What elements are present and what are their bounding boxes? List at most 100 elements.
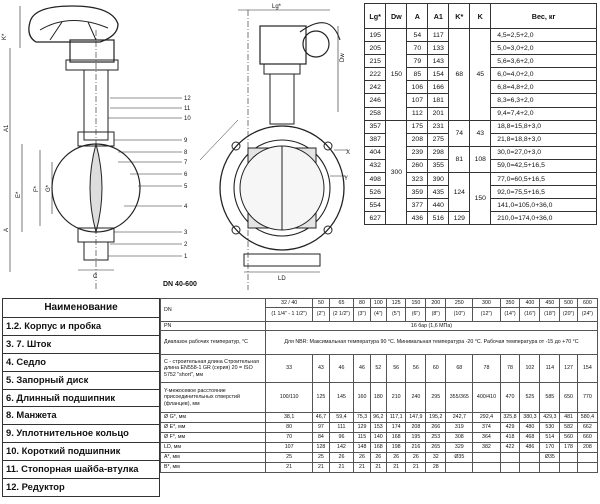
parts-name-list: Наименование 1.2. Корпус и пробка 3. 7. … (2, 298, 160, 497)
label-x: X (346, 150, 350, 156)
col-weight: Вес, кг (490, 3, 597, 29)
table-cell: 198 (385, 442, 407, 453)
table-cell: 481 (559, 412, 578, 423)
table-cell: 429 (499, 422, 521, 433)
table-cell (559, 452, 578, 463)
handwheel (28, 5, 119, 43)
col-dw: Dw (385, 3, 408, 29)
table-cell: 364 (472, 432, 501, 443)
table-cell: 80 (353, 298, 371, 308)
table-cell: 266 (425, 422, 447, 433)
table-cell: (18") (539, 307, 561, 322)
dimensions-table: Lg* Dw A A1 K* K Вес, кг 195 150 54 117 … (363, 3, 597, 226)
callout-11: 11 (184, 106, 191, 112)
list-item: 8. Манжета (3, 406, 159, 424)
table-cell: 60 (425, 354, 447, 383)
table-cell: (6") (405, 307, 427, 322)
label-f-star: F* (34, 185, 40, 192)
table-cell: 147,9 (405, 412, 427, 423)
callout-5: 5 (184, 184, 188, 190)
table-cell: 530 (539, 422, 561, 433)
table-cell: (24") (576, 307, 599, 322)
table-cell: 770 (576, 382, 599, 413)
table-cell (576, 452, 599, 463)
table-cell: 128 (312, 442, 330, 453)
table-cell: 240 (405, 382, 427, 413)
label-c: C (93, 274, 98, 280)
table-cell: 52 (369, 354, 387, 383)
table-cell: 160 (353, 382, 371, 413)
drawing-title: DN 40-600 (163, 281, 197, 288)
table-cell: 295 (425, 382, 447, 413)
table-cell: 208 (576, 442, 599, 453)
list-item: 3. 7. Шток (3, 334, 159, 353)
table-cell: 400/410 (472, 382, 501, 413)
table-cell: 500 (559, 298, 578, 308)
table-cell: 21 (405, 462, 427, 473)
table-cell: (2 1/2") (328, 307, 355, 322)
table-cell: 115 (353, 432, 371, 443)
table-cell: 600 (576, 298, 599, 308)
table-cell: 46 (328, 354, 355, 383)
table-row: (1 1/4" - 1 1/2")(2")(2 1/2")(3")(4")(5"… (161, 307, 599, 322)
table-row: 195 150 54 117 68 45 4,5=2,5+2,0 (363, 27, 597, 121)
k-cell: 150 (469, 172, 492, 226)
table-cell (559, 462, 578, 473)
table-cell: 96,2 (369, 412, 387, 423)
table-cell: 580,4 (576, 412, 599, 423)
table-cell: 265 (425, 442, 447, 453)
table-cell: 429,3 (539, 412, 561, 423)
table-cell (539, 462, 561, 473)
table-cell: 107 (264, 442, 314, 453)
table-cell: 68 (445, 354, 474, 383)
table-cell: 180 (369, 382, 387, 413)
label-a1: A1 (4, 124, 10, 132)
label-k-star: K* (2, 33, 8, 40)
dw-cell: 300 (385, 119, 408, 226)
table-row: 627 436 516 129 210,0=174,0+36,0 (363, 211, 597, 226)
table-cell: 102 (519, 354, 541, 383)
table-cell: 382 (472, 442, 501, 453)
table-cell: 125 (312, 382, 330, 413)
table-cell: (20") (559, 307, 578, 322)
table-cell: 100 (369, 298, 387, 308)
table-cell (445, 462, 474, 473)
row-label: DN (160, 298, 266, 322)
table-cell: 242,7 (445, 412, 474, 423)
k-star-cell: 74 (448, 119, 471, 147)
table-cell: 117,1 (385, 412, 407, 423)
callout-10: 10 (184, 116, 191, 122)
table-cell: 56 (405, 354, 427, 383)
k-cell: 108 (469, 145, 492, 174)
table-row: Y-межосевое расстояние присоединительных… (160, 382, 599, 413)
callout-6: 6 (184, 172, 188, 178)
row-label: Ø E*, мм (160, 422, 266, 433)
table-cell (576, 462, 599, 473)
table-cell: (3") (353, 307, 371, 322)
body-flange (219, 125, 345, 251)
table-cell: 210 (385, 382, 407, 413)
table-cell: 25 (264, 452, 314, 463)
table-cell: 168 (369, 442, 387, 453)
table-cell: 127 (559, 354, 578, 383)
table-cell: 56 (385, 354, 407, 383)
table-cell: 585 (539, 382, 561, 413)
list-item: 12. Редуктор (3, 478, 159, 496)
table-cell: 26 (405, 452, 427, 463)
col-lg: Lg* (363, 3, 387, 29)
table-cell: 195 (405, 432, 427, 443)
row-label: A*, мм (160, 452, 266, 463)
table-cell: 470 (499, 382, 521, 413)
table-cell: 319 (445, 422, 474, 433)
table-cell: 129 (353, 422, 371, 433)
gearbox (69, 39, 115, 63)
table-cell: 59,4 (328, 412, 355, 423)
table-cell: 50 (312, 298, 330, 308)
row-label: С - строительная длина Строительная длин… (160, 354, 266, 383)
